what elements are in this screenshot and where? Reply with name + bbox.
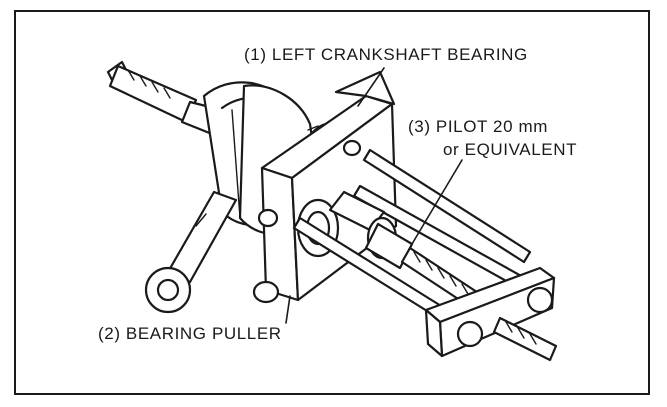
puller-rods — [292, 148, 534, 336]
label-pilot-line-1: (3) PILOT 20 mm — [408, 117, 548, 136]
label-pilot-line-2: or EQUIVALENT — [443, 140, 578, 159]
leader-lines — [285, 67, 463, 324]
leader-line-pilot — [411, 159, 463, 245]
leader-line-bearing — [357, 67, 385, 107]
label-left-crankshaft-bearing: (1) LEFT CRANKSHAFT BEARING — [244, 45, 528, 64]
puller-crossbar — [424, 266, 558, 362]
label-bearing-puller: (2) BEARING PULLER — [98, 324, 282, 343]
leader-line-puller — [285, 295, 291, 324]
connecting-rod — [144, 190, 238, 314]
